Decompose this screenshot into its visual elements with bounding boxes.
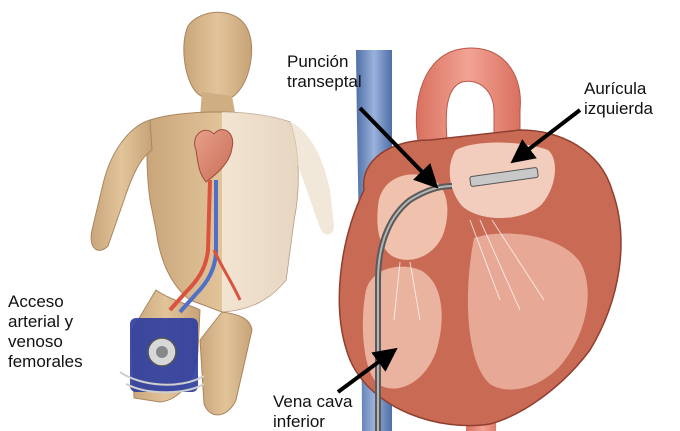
- head: [184, 12, 252, 100]
- label-vena-cava-inferior: Vena cava inferior: [273, 392, 352, 431]
- left-arm: [91, 120, 152, 250]
- device-hub: [156, 346, 168, 358]
- right-leg: [200, 312, 252, 415]
- label-puncion-transeptal: Punción transeptal: [287, 52, 362, 92]
- heart-cutaway: [339, 48, 621, 431]
- label-auricula-izquierda: Aurícula izquierda: [584, 79, 653, 119]
- label-acceso-femoral: Acceso arterial y venoso femorales: [8, 292, 83, 372]
- translucent-skin: [222, 112, 298, 312]
